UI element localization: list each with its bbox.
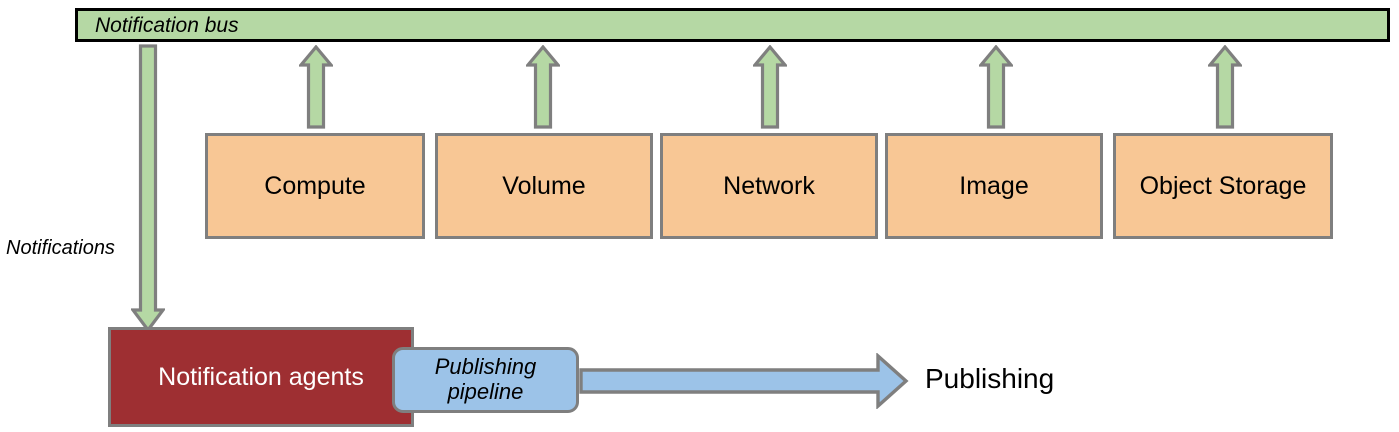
service-box-volume[interactable]: Volume [435, 133, 653, 239]
service-box-compute[interactable]: Compute [205, 133, 425, 239]
notifications-label: Notifications [6, 237, 115, 259]
network-to-bus-arrow [753, 45, 787, 129]
volume-to-bus-arrow [526, 45, 560, 129]
publishing-pipeline-label-line1: Publishing [434, 354, 537, 380]
service-label: Image [959, 171, 1029, 200]
object-storage-to-bus-arrow [1208, 45, 1242, 129]
publishing-pipeline-label-line2: pipeline [447, 379, 524, 404]
service-box-image[interactable]: Image [885, 133, 1103, 239]
notification-bus-bar: Notification bus [75, 8, 1390, 42]
service-label: Object Storage [1139, 171, 1307, 200]
notification-agents-label: Notification agents [158, 362, 364, 391]
notification-agents-box[interactable]: Notification agents [108, 327, 414, 427]
image-to-bus-arrow [979, 45, 1013, 129]
publishing-label: Publishing [925, 363, 1055, 394]
service-box-object-storage[interactable]: Object Storage [1113, 133, 1333, 239]
compute-to-bus-arrow [299, 45, 333, 129]
publishing-arrow [579, 353, 909, 409]
service-label: Volume [502, 171, 586, 200]
service-label: Network [723, 171, 815, 200]
notifications-down-arrow [131, 44, 165, 332]
service-label: Compute [264, 171, 366, 200]
notification-bus-label: Notification bus [95, 13, 239, 37]
service-box-network[interactable]: Network [660, 133, 878, 239]
